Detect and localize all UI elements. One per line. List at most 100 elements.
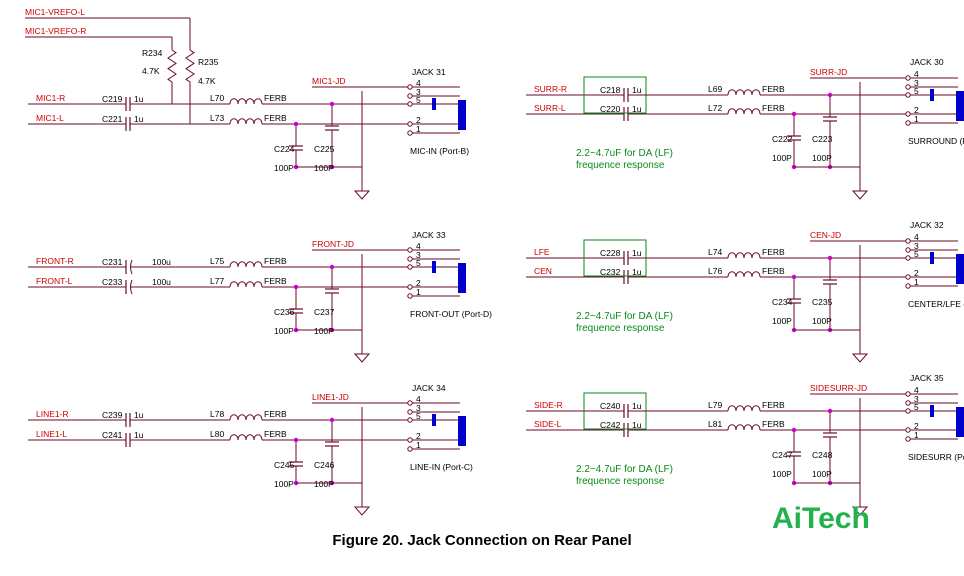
design-note: 2.2~4.7uF for DA (LF) <box>576 311 673 322</box>
pin-number: 4 <box>416 394 421 404</box>
cap-value: 100P <box>274 326 294 336</box>
pin-number: 5 <box>914 249 919 259</box>
pin-number: 3 <box>416 250 421 260</box>
cap-ref: C224 <box>274 144 295 154</box>
aitech-logo: AiTech <box>772 502 870 535</box>
pin-number: 4 <box>416 78 421 88</box>
cap-value: 100P <box>812 316 832 326</box>
pin-number: 1 <box>416 287 421 297</box>
pin-number: 2 <box>914 105 919 115</box>
jack-pin <box>905 283 911 289</box>
jack-sleeve-block <box>458 416 466 446</box>
jack-switch-block <box>432 414 436 426</box>
ground-symbol <box>851 190 869 200</box>
inductor-ref: L76 <box>708 266 722 276</box>
junction-dot <box>827 92 833 98</box>
jack-detect-label: FRONT-JD <box>312 239 354 249</box>
cap-ref: C242 <box>600 420 621 430</box>
inductor-coil <box>229 414 263 421</box>
jack-ref: JACK 33 <box>412 230 446 240</box>
cap-value: 100u <box>152 257 171 267</box>
cap-value: 1u <box>632 248 642 258</box>
inductor-label: FERB <box>762 400 785 410</box>
net-label-left: FRONT-L <box>36 276 73 286</box>
cap-value: 100P <box>274 163 294 173</box>
jack-pin <box>407 264 413 270</box>
pin-number: 3 <box>416 403 421 413</box>
jack-sleeve-block <box>956 91 964 121</box>
pin-number: 1 <box>914 277 919 287</box>
circuit-jack-34: LINE1-RLINE1-LC239C2411u1uL78L80FERBFERB… <box>28 383 473 516</box>
junction-dot <box>791 427 797 433</box>
jack-detect-label: CEN-JD <box>810 230 841 240</box>
cap-ref: C221 <box>102 114 123 124</box>
junction-dot <box>329 101 335 107</box>
inductor-label: FERB <box>762 266 785 276</box>
cap-ref: C232 <box>600 267 621 277</box>
net-label-vrefo-r: MIC1-VREFO-R <box>25 26 86 36</box>
jack-switch-block <box>930 252 934 264</box>
pin-number: 5 <box>416 95 421 105</box>
inductor-ref: L81 <box>708 419 722 429</box>
inductor-label: FERB <box>264 93 287 103</box>
junction-dot <box>791 274 797 280</box>
design-note-line2: frequence response <box>576 160 665 171</box>
pin-number: 2 <box>914 421 919 431</box>
jack-pin <box>905 400 911 406</box>
net-label-left: CEN <box>534 266 552 276</box>
cap-value: 100P <box>314 479 334 489</box>
junction-dot <box>827 408 833 414</box>
jack-pin <box>905 92 911 98</box>
jack-detect-label: SIDESURR-JD <box>810 383 867 393</box>
inductor-ref: L75 <box>210 256 224 266</box>
net-label-left: MIC1-L <box>36 113 64 123</box>
jack-pin <box>905 408 911 414</box>
inductor-label: FERB <box>264 409 287 419</box>
figure-caption: Figure 20. Jack Connection on Rear Panel <box>332 532 631 549</box>
pin-number: 2 <box>416 431 421 441</box>
inductor-ref: L74 <box>708 247 722 257</box>
pin-number: 1 <box>416 124 421 134</box>
jack-pin <box>905 120 911 126</box>
design-note: 2.2~4.7uF for DA (LF) <box>576 464 673 475</box>
junction-dot <box>329 417 335 423</box>
cap-ref: C222 <box>772 134 793 144</box>
inductor-label: FERB <box>762 103 785 113</box>
inductor-ref: L72 <box>708 103 722 113</box>
jack-detect-label: LINE1-JD <box>312 392 349 402</box>
jack-pin <box>905 255 911 261</box>
resistor-ref: R234 <box>142 48 163 58</box>
jack-pin <box>905 84 911 90</box>
cap-value: 1u <box>632 104 642 114</box>
port-label: SURROUND (Port-A) <box>908 136 964 146</box>
jack-pin <box>407 437 413 443</box>
ground-symbol <box>353 506 371 516</box>
jack-pin <box>407 101 413 107</box>
ground-symbol <box>851 353 869 363</box>
cap-value: 1u <box>632 267 642 277</box>
net-label-right: SURR-R <box>534 84 567 94</box>
net-label-right: LINE1-R <box>36 409 69 419</box>
pin-number: 3 <box>914 78 919 88</box>
cap-value: 100P <box>812 153 832 163</box>
inductor-ref: L80 <box>210 429 224 439</box>
inductor-coil <box>229 98 263 105</box>
inductor-label: FERB <box>264 113 287 123</box>
inductor-coil <box>727 252 761 259</box>
port-label: MIC-IN (Port-B) <box>410 146 469 156</box>
junction-dot <box>293 121 299 127</box>
cap-value: 100P <box>812 469 832 479</box>
resistor-value: 4.7K <box>198 76 216 86</box>
design-note-line2: frequence response <box>576 323 665 334</box>
cap-ref: C235 <box>812 297 833 307</box>
pin-number: 5 <box>416 411 421 421</box>
pin-number: 2 <box>416 278 421 288</box>
inductor-ref: L73 <box>210 113 224 123</box>
port-label: LINE-IN (Port-C) <box>410 462 473 472</box>
